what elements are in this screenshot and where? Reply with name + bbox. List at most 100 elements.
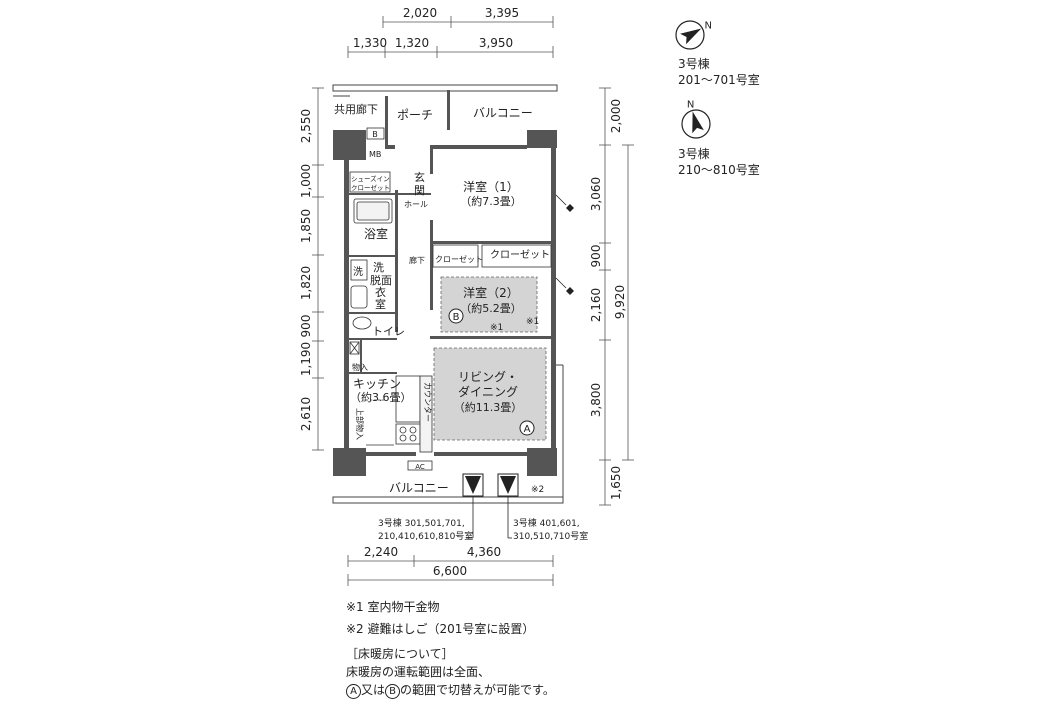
entrance-label-1: 玄 bbox=[414, 170, 425, 184]
upper-storage-label: 上部物入 bbox=[355, 408, 365, 440]
ac-unit bbox=[407, 460, 433, 471]
callout-right-2: 310,510,710号室 bbox=[513, 530, 588, 542]
washroom-label-4: 室 bbox=[375, 297, 386, 311]
balcony-top-label: バルコニー bbox=[473, 106, 533, 120]
corridor-label: 共用廊下 bbox=[334, 102, 378, 116]
western2-title: 洋室（2） bbox=[463, 285, 519, 300]
note-1: ※1 室内物干金物 bbox=[346, 600, 440, 614]
closet-box-right bbox=[481, 244, 552, 268]
dim-left-7: 2,610 bbox=[299, 397, 313, 431]
hall-label: ホール bbox=[404, 200, 428, 209]
entrance-label-2: 関 bbox=[414, 184, 425, 197]
window-markers bbox=[555, 194, 574, 295]
living-label-2: ダイニング bbox=[458, 384, 518, 399]
dim-top2-3: 3,950 bbox=[479, 36, 513, 50]
washer bbox=[350, 259, 368, 281]
circled-markers: B A bbox=[448, 308, 535, 436]
dim-left-4: 1,820 bbox=[299, 266, 313, 300]
note-circle-b: B bbox=[385, 684, 401, 699]
dim-left-2: 1,000 bbox=[299, 164, 313, 198]
western1-title: 洋室（1） bbox=[463, 179, 519, 194]
note-4: 床暖房の運転範囲は全面、 bbox=[346, 665, 491, 679]
compass-2-caption: 3号棟 210〜810号室 bbox=[678, 146, 760, 178]
toilet-fixture bbox=[352, 316, 372, 330]
washroom-label-2: 脱面 bbox=[370, 273, 392, 287]
kitchen-title: キッチン bbox=[353, 377, 401, 391]
fixtures bbox=[349, 127, 552, 471]
western1-size: （約7.3畳） bbox=[460, 194, 522, 208]
callout-right-1: 3号棟 401,601, bbox=[513, 517, 580, 529]
hallway-label: 廊下 bbox=[409, 255, 425, 265]
shoe-closet-label-1: シューズイン bbox=[351, 174, 390, 183]
shoe-closet bbox=[349, 171, 391, 193]
dim-left-6: 1,190 bbox=[299, 342, 313, 376]
ac-label: AC bbox=[415, 463, 425, 471]
compass-2: N bbox=[681, 100, 711, 139]
closet-left-label: クローゼット bbox=[435, 254, 483, 264]
a-circle-marker bbox=[519, 420, 535, 436]
dim-bottom-2: 4,360 bbox=[467, 545, 501, 559]
dim-top2-1: 1,330 bbox=[353, 36, 387, 50]
porch-label: ポーチ bbox=[397, 108, 433, 122]
balcony-railings bbox=[332, 84, 564, 504]
mark2-label: ※2 bbox=[531, 485, 544, 495]
western2-size: （約5.2畳） bbox=[460, 301, 522, 315]
walls bbox=[333, 90, 557, 476]
compass-2-units: 210〜810号室 bbox=[678, 163, 760, 177]
note-3: ［床暖房について］ bbox=[346, 647, 454, 661]
living-size: （約11.3畳） bbox=[454, 400, 523, 414]
compass-1: N bbox=[675, 20, 712, 50]
dim-right-4: 2,160 bbox=[589, 288, 603, 322]
dim-left-3: 1,850 bbox=[299, 209, 313, 243]
unit-callouts: 3号棟 301,501,701, 210,410,610,810号室 3号棟 4… bbox=[378, 517, 588, 542]
dim-right-3: 900 bbox=[589, 245, 603, 268]
compass-1-units: 201〜701号室 bbox=[678, 73, 760, 87]
dim-right-2: 3,060 bbox=[589, 177, 603, 211]
mb-label: MB bbox=[369, 150, 381, 159]
dim-right-total: 9,920 bbox=[613, 285, 627, 319]
compass-1-building: 3号棟 bbox=[678, 57, 710, 71]
dim-bottom-total: 6,600 bbox=[433, 564, 467, 578]
a-circle-text: A bbox=[524, 424, 531, 435]
unit-arrows bbox=[462, 473, 519, 539]
kitchen-size: （約3.6畳） bbox=[350, 390, 412, 404]
shoe-closet-label-2: クローゼット bbox=[351, 183, 390, 192]
stove bbox=[395, 423, 421, 445]
dim-left-1: 2,550 bbox=[299, 109, 313, 143]
dim-top2-2: 1,320 bbox=[395, 36, 429, 50]
dimension-labels: 2,020 3,395 1,330 1,320 3,950 2,550 1,00… bbox=[299, 6, 627, 578]
b-circle-marker bbox=[448, 308, 464, 324]
counter-label: カウンター bbox=[423, 382, 432, 422]
counter-box bbox=[419, 375, 433, 453]
living-label-1: リビング・ bbox=[458, 370, 518, 384]
closet-box-left bbox=[432, 244, 479, 268]
closet-right-label: クローゼット bbox=[490, 249, 550, 261]
note-circle-a: A bbox=[346, 684, 361, 699]
compass-1-caption: 3号棟 201〜701号室 bbox=[678, 56, 760, 88]
compass-2-building: 3号棟 bbox=[678, 147, 710, 161]
callout-left-1: 3号棟 301,501,701, bbox=[378, 517, 465, 529]
bath-label: 浴室 bbox=[364, 226, 388, 241]
compass-2-n-label: N bbox=[687, 100, 694, 111]
storage-label: 物入 bbox=[352, 362, 368, 372]
washbasin bbox=[350, 285, 368, 309]
dim-right-6: 1,650 bbox=[609, 466, 623, 500]
b-box-label: B bbox=[372, 130, 378, 139]
washroom-label-1: 洗 bbox=[373, 261, 384, 274]
dim-right-1: 2,000 bbox=[609, 99, 623, 133]
dimension-lines bbox=[312, 16, 634, 586]
room-labels: 共用廊下 ポーチ バルコニー B MB シューズイン クローゼット 玄 関 ホー… bbox=[334, 102, 550, 495]
dim-bottom-1: 2,240 bbox=[364, 545, 398, 559]
dim-left-5: 900 bbox=[299, 315, 313, 338]
callout-left-2: 210,410,610,810号室 bbox=[378, 530, 473, 542]
compass-2-needle-icon bbox=[692, 111, 704, 134]
balcony-bottom-label: バルコニー bbox=[389, 481, 449, 495]
mark1-center: ※1 bbox=[490, 323, 503, 333]
mark1-right: ※1 bbox=[526, 317, 539, 327]
compass-1-needle-icon bbox=[680, 28, 702, 45]
b-circle-text: B bbox=[453, 312, 460, 323]
laundry-label: 洗 bbox=[353, 266, 363, 278]
compass-1-n-label: N bbox=[704, 21, 711, 32]
